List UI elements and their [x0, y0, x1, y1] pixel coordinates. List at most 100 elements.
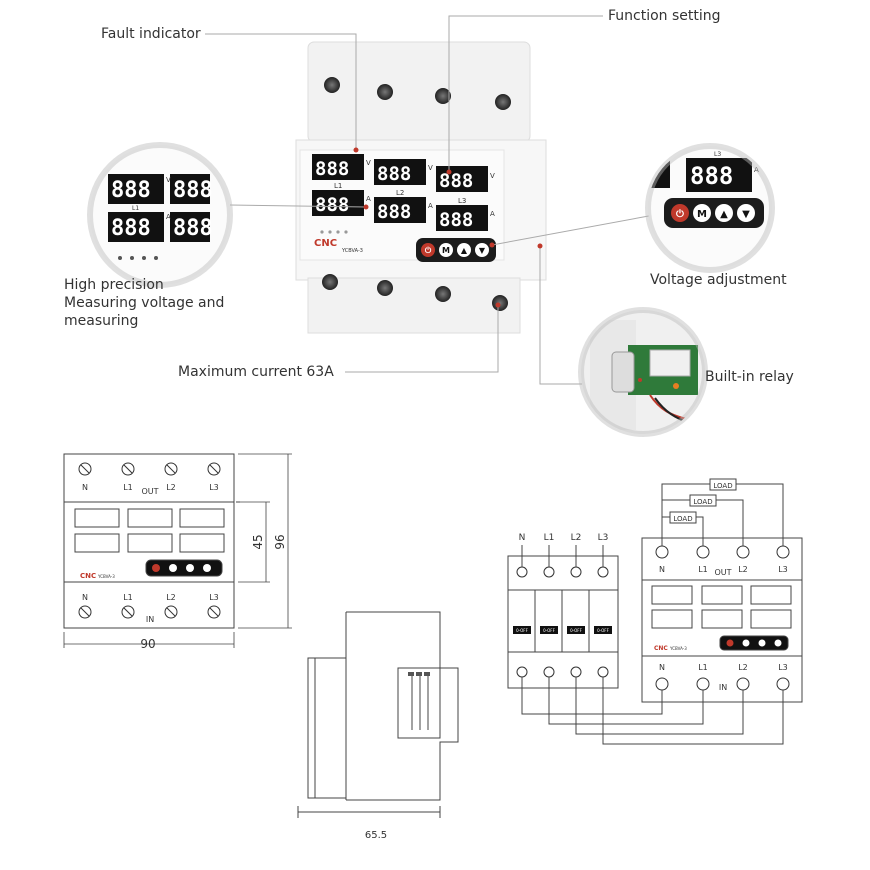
wiring-device-screws	[655, 545, 790, 691]
breaker-switches	[513, 626, 612, 634]
power-icon: ⏻	[425, 246, 432, 255]
callout-lines	[205, 15, 666, 385]
breaker-label: L1	[544, 533, 555, 543]
terminal-label: L3	[778, 565, 788, 574]
down-arrow-icon: ▼	[479, 246, 486, 255]
unit-label: V	[490, 172, 495, 180]
phase-label: L2	[396, 189, 404, 197]
wiring-device-buttons	[726, 639, 782, 647]
display-digits: 888	[690, 162, 733, 190]
dimension-width: 90	[140, 637, 155, 651]
wiring-device	[641, 537, 803, 703]
mode-label: M	[442, 246, 450, 255]
display-digits: 888	[315, 158, 349, 180]
callout-dots	[353, 147, 543, 308]
power-button[interactable]	[421, 243, 435, 257]
callout-voltage-adjustment: Voltage adjustment	[650, 272, 787, 288]
terminal-label: L1	[698, 663, 708, 672]
load-label: LOAD	[713, 482, 732, 490]
terminal-label: L2	[738, 663, 748, 672]
terminal-label: L3	[209, 483, 219, 492]
led-indicator	[320, 230, 324, 234]
mode-button[interactable]	[439, 243, 453, 257]
front-view-screw-slots	[80, 464, 219, 617]
up-button[interactable]	[457, 243, 471, 257]
load-wires	[661, 483, 784, 546]
out-label: OUT	[141, 487, 158, 496]
brand-logo: CNC	[654, 645, 668, 652]
circuit-breaker	[507, 555, 619, 689]
breaker-switch-label: 0-OFF	[543, 628, 556, 633]
up-arrow-icon: ▲	[461, 246, 468, 255]
breaker-switch-label: 0-OFF	[516, 628, 529, 633]
dimension-lines	[63, 453, 292, 648]
side-view-drawing	[297, 611, 459, 818]
terminal-label: L3	[209, 593, 219, 602]
unit-label: A	[428, 202, 433, 210]
brand-logo: CNC	[80, 572, 96, 580]
terminal-label: L2	[166, 483, 176, 492]
in-label: IN	[146, 615, 154, 624]
phase-label: L3	[458, 197, 466, 205]
screw-icon	[377, 84, 393, 100]
breaker-label: N	[519, 533, 526, 543]
dimension-depth: 65.5	[365, 830, 387, 841]
model-label: YCBVA-3	[669, 646, 687, 651]
breaker-switch-label: 0-OFF	[570, 628, 583, 633]
screw-icon	[377, 280, 393, 296]
unit-label: A	[366, 195, 371, 203]
terminal-label: L1	[123, 483, 133, 492]
front-view-drawing	[63, 453, 240, 629]
screw-icon	[435, 88, 451, 104]
out-label: OUT	[714, 568, 731, 577]
front-view-button-dots	[152, 564, 211, 572]
terminal-label: N	[659, 663, 665, 672]
breaker-label: L3	[598, 533, 609, 543]
display-digits: 888	[173, 216, 213, 241]
terminal-label: N	[659, 565, 665, 574]
in-label: IN	[719, 683, 727, 692]
screw-icon	[435, 286, 451, 302]
screw-icon	[324, 77, 340, 93]
model-label: YCBVA-3	[341, 248, 363, 254]
terminal-label: N	[82, 483, 88, 492]
display-digits: 888	[377, 201, 411, 223]
display-digits: 888	[315, 194, 349, 216]
supply-wires	[521, 545, 604, 567]
terminal-label: L1	[698, 565, 708, 574]
display-row-voltage	[312, 154, 488, 192]
breaker-label: L2	[571, 533, 582, 543]
model-label: YCBVA-3	[97, 574, 115, 579]
up-arrow-icon: ▲	[720, 209, 728, 220]
phase-label: L1	[334, 182, 342, 190]
terminal-label: N	[82, 593, 88, 602]
screw-icon	[492, 295, 508, 311]
screw-icon	[495, 94, 511, 110]
dimension-inner: 45	[251, 534, 265, 549]
down-arrow-icon: ▼	[742, 209, 750, 220]
down-button[interactable]	[475, 243, 489, 257]
unit-label: A	[490, 210, 495, 218]
unit-label: V	[428, 164, 433, 172]
phase-label: L3	[714, 151, 721, 158]
display-digits: 888	[439, 209, 473, 231]
display-digits: 888	[111, 178, 151, 203]
led-indicator	[336, 230, 340, 234]
callout-fault-indicator: Fault indicator	[101, 26, 201, 42]
unit-label: A	[754, 166, 759, 174]
button-panel	[416, 238, 496, 262]
callout-max-current: Maximum current 63A	[178, 364, 334, 380]
unit-label: V	[366, 159, 371, 167]
zoom-circle-displays: 888 888 888 888 V A L1	[87, 142, 233, 288]
display-digits: 888	[173, 178, 213, 203]
unit-label: A	[166, 213, 171, 221]
display-row-current	[312, 190, 488, 231]
zoom-circle-relay	[578, 307, 708, 437]
display-digits: 888	[111, 216, 151, 241]
breaker-switch-label: 0-OFF	[597, 628, 610, 633]
dimension-height: 96	[273, 534, 287, 549]
unit-label: V	[166, 176, 171, 184]
callout-high-precision: High precision Measuring voltage and mea…	[64, 277, 225, 329]
